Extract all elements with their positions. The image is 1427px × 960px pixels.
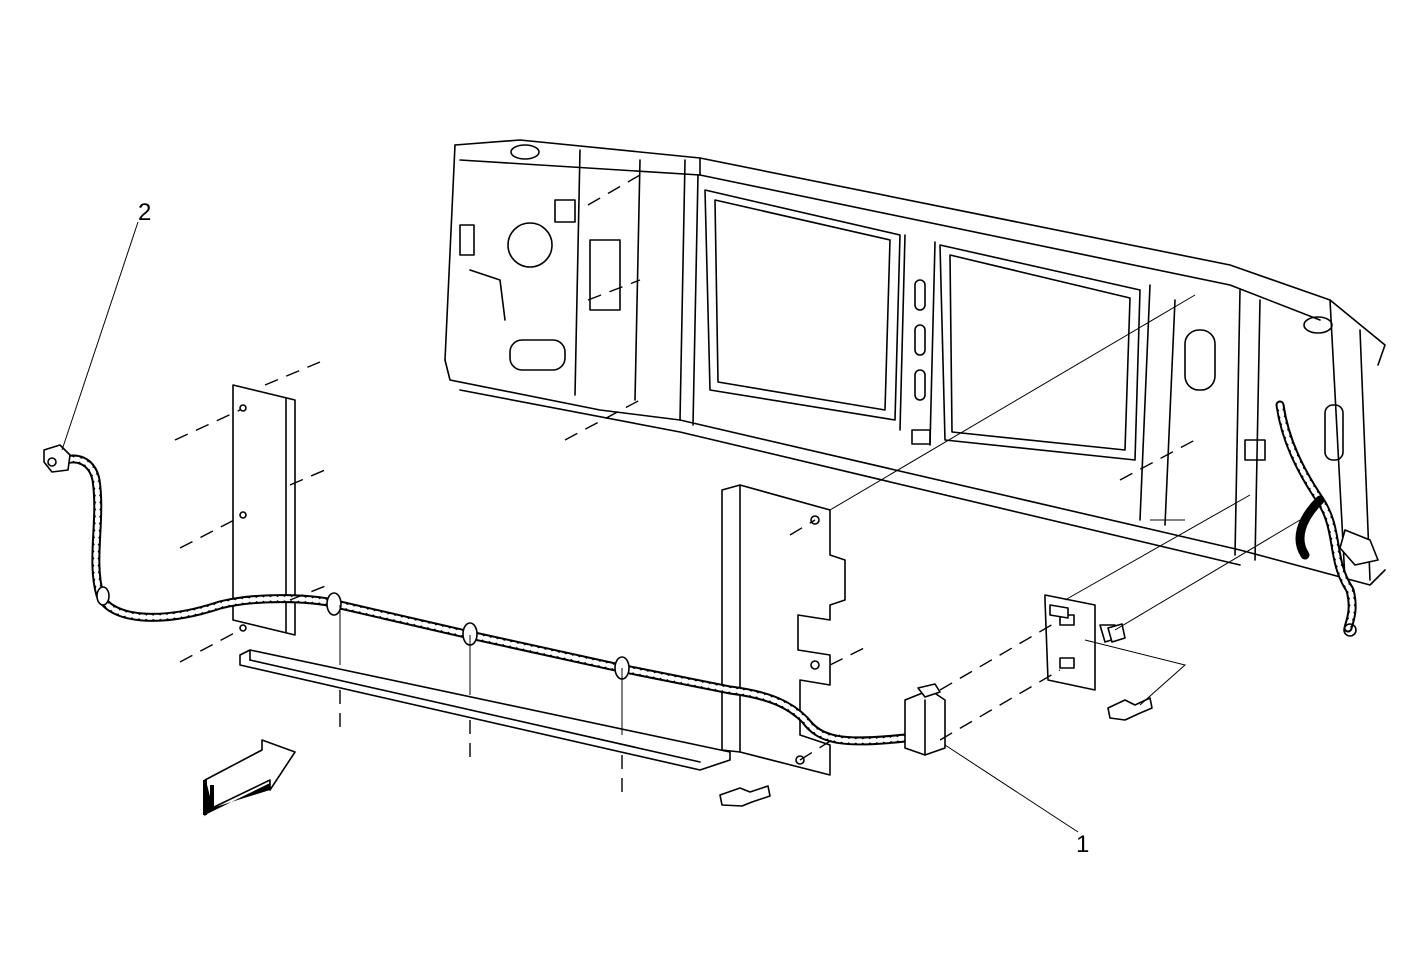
guide-lines <box>339 294 1301 735</box>
lower-harness-tray <box>239 649 731 771</box>
engine-harness-branch <box>1275 400 1379 637</box>
callout-label-1: 1 <box>1076 831 1089 858</box>
radiator-support-frame <box>444 139 1386 586</box>
electrical-connector-module <box>904 683 946 756</box>
callout-label-2: 2 <box>138 199 151 226</box>
alignment-lines <box>174 174 1196 800</box>
callout-leaders <box>61 221 1079 833</box>
right-mounting-bracket <box>1044 594 1119 691</box>
front-direction-arrow-icon <box>203 739 296 817</box>
main-wiring-harness <box>43 444 910 746</box>
left-bracket-panel <box>232 384 296 636</box>
center-bracket-panel <box>721 484 846 776</box>
